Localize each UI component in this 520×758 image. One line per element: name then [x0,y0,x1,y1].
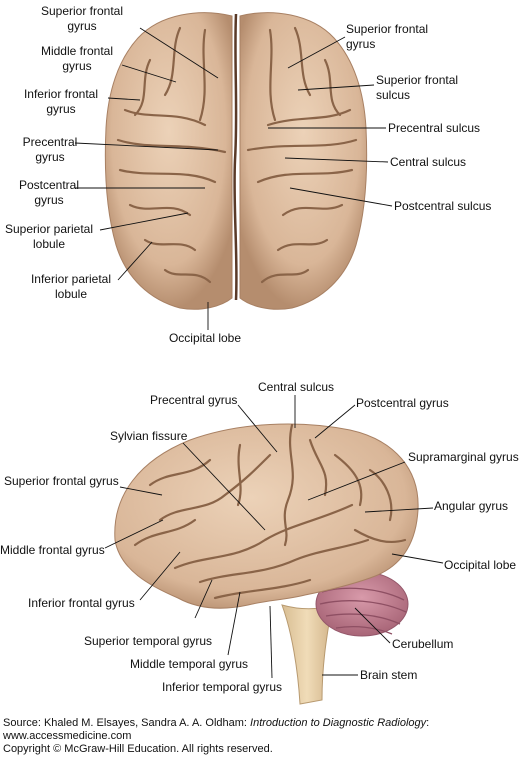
label-text: Middle frontal gyrus [0,543,105,557]
central-sulcus-line [283,423,294,547]
brain-anatomy-figure: Superior frontal gyrus Middle frontal gy… [0,4,519,705]
label-text: Angular gyrus [434,499,509,513]
caption-source-line: Source: Khaled M. Elsayes, Sandra A. A. … [3,717,429,730]
label-top-precentral-sulcus: Precentral sulcus [388,121,480,136]
label-side-postcentral-gyrus: Postcentral gyrus [356,396,449,411]
side-leader-lines [104,395,444,679]
cerebellum-folia [319,587,407,635]
caption-book-title: Introduction to Diagnostic Radiology [250,717,427,729]
label-side-superior-temporal-gyrus: Superior temporal gyrus [84,634,212,649]
label-text: Inferior parietal lobule [30,272,112,301]
label-text: Superior parietal lobule [4,222,94,251]
label-text: Middle temporal gyrus [130,657,249,671]
top-leader-lines [74,27,393,330]
label-side-angular-gyrus: Angular gyrus [434,499,508,514]
source-caption: Source: Khaled M. Elsayes, Sandra A. A. … [3,717,429,756]
label-text: Inferior frontal gyrus [28,596,135,610]
label-text: Central sulcus [390,155,467,169]
label-top-inferior-parietal-lobule: Inferior parietal lobule [26,272,116,302]
longitudinal-fissure [233,13,238,301]
label-top-occipital-lobe: Occipital lobe [150,331,260,346]
caption-copyright: Copyright © McGraw-Hill Education. All r… [3,743,273,755]
label-side-cerebellum: Cerubellum [392,637,453,652]
label-text: Sylvian fissure [110,429,188,443]
label-text: Middle frontal gyrus [40,44,114,73]
label-text: Supramarginal gyrus [408,450,519,464]
label-top-precentral-gyrus: Precentral gyrus [20,135,80,165]
label-top-middle-frontal-gyrus: Middle frontal gyrus [28,44,126,74]
label-top-superior-parietal-lobule: Superior parietal lobule [0,222,98,252]
label-text: Postcentral gyrus [18,178,80,207]
label-side-inferior-frontal-gyrus: Inferior frontal gyrus [28,596,135,611]
label-side-superior-frontal-gyrus: Superior frontal gyrus [4,474,119,489]
caption-source-prefix: Source: Khaled M. Elsayes, Sandra A. A. … [3,717,251,729]
label-side-occipital-lobe: Occipital lobe [444,558,516,573]
right-hemisphere [239,12,368,310]
label-top-superior-frontal-sulcus: Superior frontal sulcus [376,73,458,103]
label-side-sylvian-fissure: Sylvian fissure [110,429,187,444]
brain-illustration [74,12,444,705]
brainstem [281,604,333,705]
label-side-supramarginal-gyrus: Supramarginal gyrus [408,450,519,465]
label-side-precentral-gyrus: Precentral gyrus [150,393,237,408]
label-text: Postcentral gyrus [356,396,449,410]
label-side-middle-temporal-gyrus: Middle temporal gyrus [130,657,248,672]
label-top-postcentral-sulcus: Postcentral sulcus [394,199,491,214]
caption-source-suffix: : [426,717,430,729]
label-text: Superior frontal gyrus [4,474,119,488]
side-sulci [133,423,407,600]
label-text: Occipital lobe [168,331,242,345]
label-text: Inferior temporal gyrus [162,680,283,694]
label-text: Occipital lobe [444,558,517,572]
label-top-inferior-frontal-gyrus: Inferior frontal gyrus [14,87,108,117]
label-text: Superior frontal gyrus [346,22,429,51]
label-top-superior-frontal-gyrus-right: Superior frontal gyrus [346,22,428,52]
label-text: Precentral gyrus [22,135,78,164]
label-text: Superior temporal gyrus [84,634,213,648]
label-side-brain-stem: Brain stem [360,668,417,683]
label-top-central-sulcus: Central sulcus [390,155,466,170]
label-side-central-sulcus: Central sulcus [258,380,334,395]
label-text: Brain stem [360,668,418,682]
label-side-inferior-temporal-gyrus: Inferior temporal gyrus [162,680,282,695]
left-hemisphere [104,12,233,310]
label-text: Superior frontal gyrus [40,4,124,33]
label-top-superior-frontal-gyrus-left: Superior frontal gyrus [28,4,136,34]
label-text: Precentral gyrus [150,393,238,407]
sylvian-fissure-line [173,503,354,570]
label-text: Central sulcus [258,380,335,394]
caption-website: www.accessmedicine.com [3,730,132,742]
label-side-middle-frontal-gyrus: Middle frontal gyrus [0,543,105,558]
label-text: Inferior frontal gyrus [23,87,99,116]
label-text: Superior frontal sulcus [376,73,459,102]
top-brain [104,12,368,310]
label-text: Postcentral sulcus [394,199,492,213]
label-text: Cerubellum [392,637,454,651]
label-text: Precentral sulcus [388,121,481,135]
label-top-postcentral-gyrus: Postcentral gyrus [16,178,82,208]
side-brain [114,423,419,705]
